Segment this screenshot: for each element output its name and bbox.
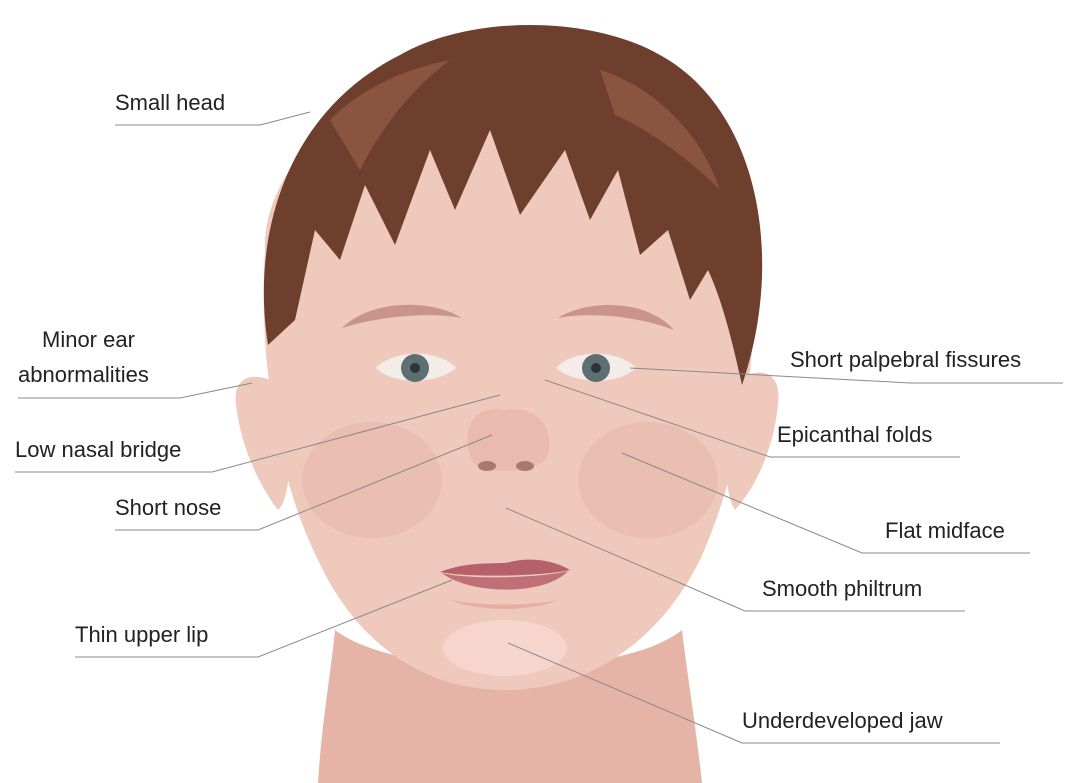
- label-small-head: Small head: [115, 90, 225, 116]
- chin: [443, 620, 567, 676]
- label-minor-ear-line1: Minor ear: [42, 327, 135, 353]
- right-nostril: [516, 461, 534, 471]
- label-short-nose: Short nose: [115, 495, 221, 521]
- label-smooth-philtrum: Smooth philtrum: [762, 576, 922, 602]
- left-pupil: [410, 363, 420, 373]
- label-flat-midface: Flat midface: [885, 518, 1005, 544]
- label-epicanthal-folds: Epicanthal folds: [777, 422, 932, 448]
- label-low-nasal-bridge: Low nasal bridge: [15, 437, 181, 463]
- label-short-palpebral-fissures: Short palpebral fissures: [790, 347, 1021, 373]
- left-nostril: [478, 461, 496, 471]
- label-thin-upper-lip: Thin upper lip: [75, 622, 208, 648]
- right-cheek: [578, 422, 718, 538]
- label-minor-ear-line2: abnormalities: [18, 362, 149, 388]
- label-underdeveloped-jaw: Underdeveloped jaw: [742, 708, 943, 734]
- right-pupil: [591, 363, 601, 373]
- left-cheek: [302, 422, 442, 538]
